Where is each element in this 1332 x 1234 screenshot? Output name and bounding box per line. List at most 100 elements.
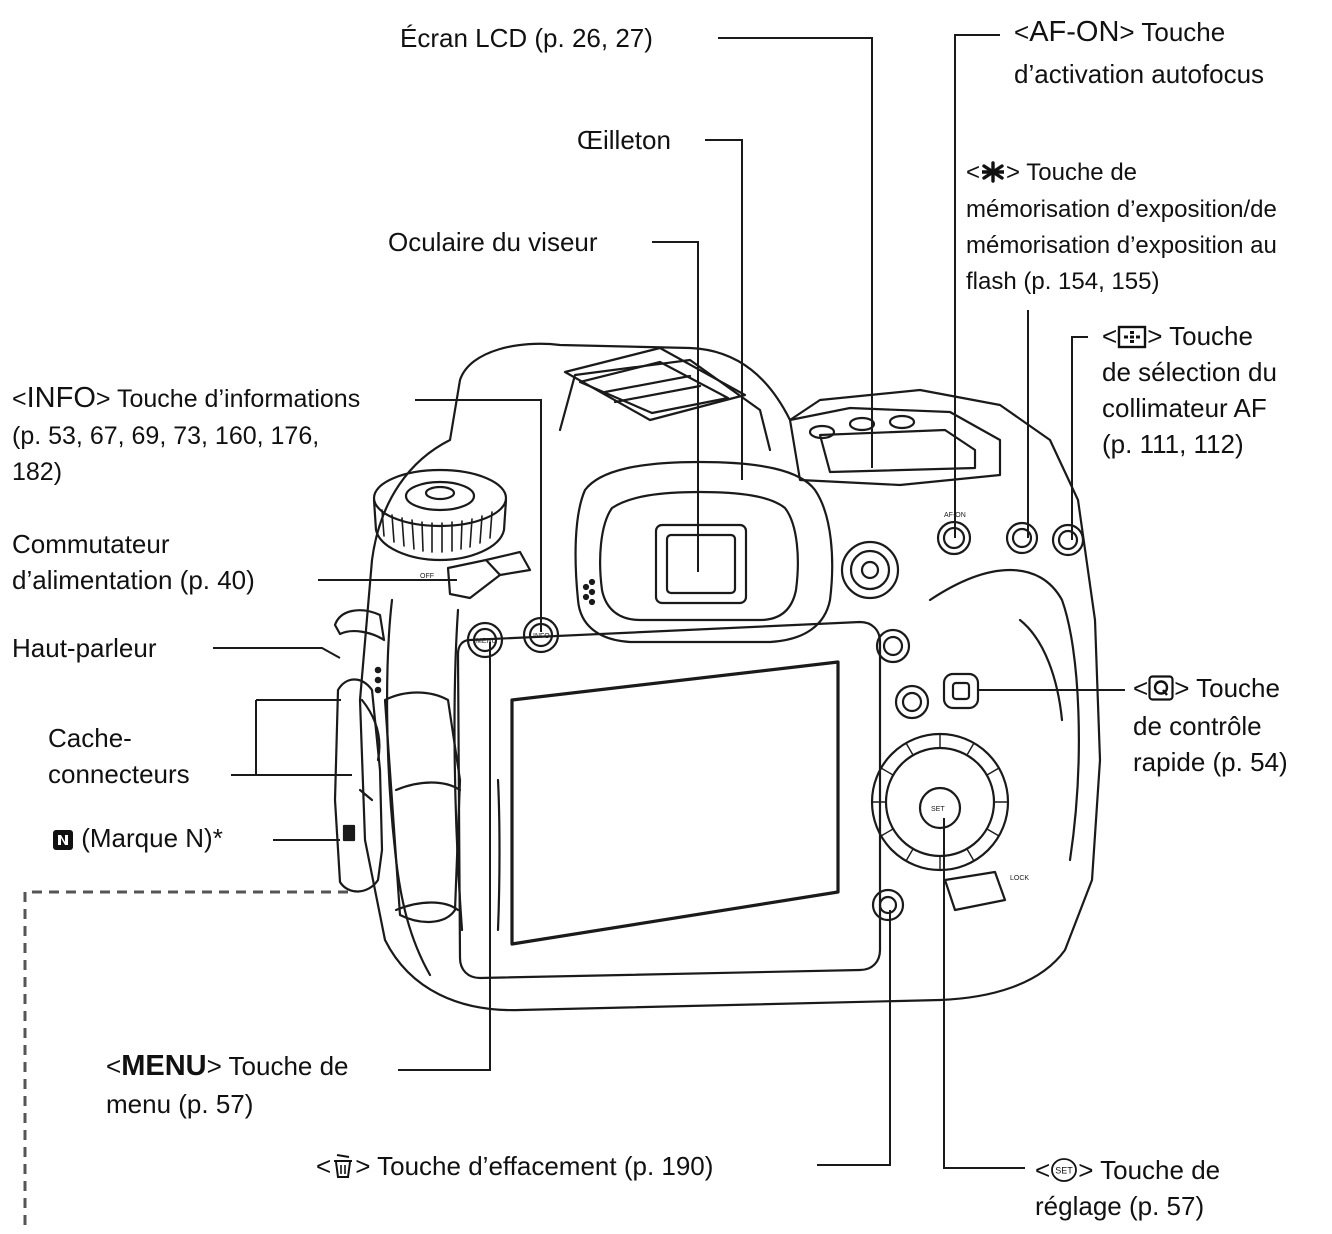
symbol-close-bracket: > xyxy=(355,1151,371,1181)
leader-erase xyxy=(817,910,891,1166)
camera-mark-menu: MENU xyxy=(476,638,497,645)
main-lcd-frame xyxy=(456,620,882,980)
label-info-line1: Touche d’informations xyxy=(117,385,361,413)
label-quick-line2: de contrôle xyxy=(1133,711,1262,741)
multi-controller xyxy=(840,540,900,600)
eyecup xyxy=(574,460,834,644)
label-nfc: (Marque N)* xyxy=(52,820,223,856)
label-info: <INFO> Touche d’informations xyxy=(12,380,360,417)
label-set-line2: réglage (p. 57) xyxy=(1035,1191,1205,1221)
info-symbol: INFO xyxy=(26,382,96,414)
label-info-line3: 182) xyxy=(12,458,63,486)
label-af-on-line1: Touche xyxy=(1141,17,1226,47)
camera-mark-lock: LOCK xyxy=(1010,875,1029,882)
label-erase: < > Touche d’effacement (p. 190) xyxy=(316,1148,713,1184)
leader-dashed xyxy=(23,890,350,1225)
label-menu-line1: Touche de xyxy=(228,1051,349,1081)
label-ae-lock-line2: mémorisation d’exposition/de xyxy=(966,196,1277,223)
set-button-icon: SET xyxy=(1051,1158,1078,1182)
terminal-cover xyxy=(333,678,384,893)
label-af-on-line2: d’activation autofocus xyxy=(1014,59,1265,89)
label-ae-lock: <> Touche de xyxy=(966,155,1137,191)
label-ae-lock-line1: Touche de xyxy=(1026,159,1138,186)
leader-info xyxy=(415,399,542,632)
label-set: < SET > Touche de xyxy=(1035,1152,1220,1188)
label-af-point-line2: de sélection du xyxy=(1102,357,1277,387)
label-power-line2: d’alimentation (p. 40) xyxy=(12,565,255,595)
label-af-point: < > Touche xyxy=(1102,318,1253,354)
main-lcd-screen xyxy=(510,660,840,946)
label-quick: < > Touche xyxy=(1133,670,1280,706)
symbol-open-bracket: < xyxy=(316,1151,332,1181)
lock-switch xyxy=(943,870,1007,912)
leader-menu xyxy=(398,642,491,1071)
label-ae-lock-line3: mémorisation d’exposition au xyxy=(966,232,1277,259)
label-menu-line2: menu (p. 57) xyxy=(106,1089,254,1119)
strap-lug xyxy=(333,609,386,642)
right-grip-contour xyxy=(928,569,1080,862)
menu-symbol: MENU xyxy=(121,1050,207,1082)
label-erase-text: Touche d’effacement (p. 190) xyxy=(377,1151,714,1181)
label-cover-line1: Cache- xyxy=(48,723,132,753)
menu-button xyxy=(466,621,504,659)
set-icon-text: SET xyxy=(1055,1166,1073,1176)
label-quick-line1: Touche xyxy=(1196,673,1280,703)
symbol-close-bracket: > xyxy=(95,385,111,413)
symbol-open-bracket: < xyxy=(106,1051,122,1081)
symbol-close-bracket: > xyxy=(1174,673,1190,703)
viewfinder-window xyxy=(654,523,748,605)
label-ecran-lcd: Écran LCD (p. 26, 27) xyxy=(400,23,653,53)
nfc-mark-on-camera xyxy=(342,824,356,842)
label-info-line2: (p. 53, 67, 69, 73, 160, 176, xyxy=(12,422,320,450)
trash-icon xyxy=(334,1154,353,1178)
symbol-close-bracket: > xyxy=(1147,321,1163,351)
label-oeilleton: Œilleton xyxy=(577,125,671,155)
power-switch xyxy=(446,558,502,600)
af-point-selection-icon xyxy=(1117,325,1147,349)
label-set-line1: Touche de xyxy=(1100,1155,1221,1185)
label-af-point-line1: Touche xyxy=(1169,321,1253,351)
leader-af-point xyxy=(1071,336,1088,540)
camera-mark-set: SET xyxy=(931,806,945,813)
leader-ecran-lcd xyxy=(718,37,873,468)
symbol-close-bracket: > xyxy=(1006,159,1021,186)
symbol-open-bracket: < xyxy=(1014,17,1030,47)
symbol-open-bracket: < xyxy=(12,385,27,413)
label-cover-line2: connecteurs xyxy=(48,759,190,789)
label-nfc-text-fallback: (Marque N)* xyxy=(81,823,223,853)
af-point-button xyxy=(1051,523,1085,557)
label-af-point-line4: (p. 111, 112) xyxy=(1102,429,1244,459)
hot-shoe xyxy=(563,346,747,422)
magnify-button xyxy=(875,628,911,664)
symbol-open-bracket: < xyxy=(1133,673,1149,703)
ae-lock-asterisk-icon xyxy=(982,161,1005,183)
symbol-close-bracket: > xyxy=(1119,17,1135,47)
af-on-symbol: AF-ON xyxy=(1029,16,1120,48)
label-speaker: Haut-parleur xyxy=(12,633,157,663)
mode-dial-top xyxy=(372,468,508,528)
camera-mark-power: OFF xyxy=(420,573,434,580)
symbol-open-bracket: < xyxy=(1102,321,1118,351)
label-af-point-line3: collimateur AF xyxy=(1102,393,1267,423)
symbol-open-bracket: < xyxy=(1035,1155,1051,1185)
symbol-close-bracket: > xyxy=(206,1051,222,1081)
symbol-close-bracket: > xyxy=(1078,1155,1094,1185)
label-power-line1: Commutateur xyxy=(12,529,170,559)
label-oculaire: Oculaire du viseur xyxy=(388,227,598,257)
leader-speaker xyxy=(213,647,341,659)
leader-oeilleton xyxy=(705,139,743,480)
pentaprism xyxy=(558,358,772,452)
set-button xyxy=(918,786,962,830)
erase-button xyxy=(871,888,905,922)
label-af-on: <AF-ON> Touche xyxy=(1014,14,1225,50)
label-menu: <MENU> Touche de xyxy=(106,1048,349,1084)
leader-set xyxy=(943,818,1025,1169)
quick-control-q-icon xyxy=(1148,675,1174,701)
top-lcd-panel xyxy=(788,406,1002,487)
playback-button xyxy=(894,684,930,720)
nfc-n-mark-icon xyxy=(53,830,73,850)
camera-mark-info: INFO xyxy=(533,633,550,640)
